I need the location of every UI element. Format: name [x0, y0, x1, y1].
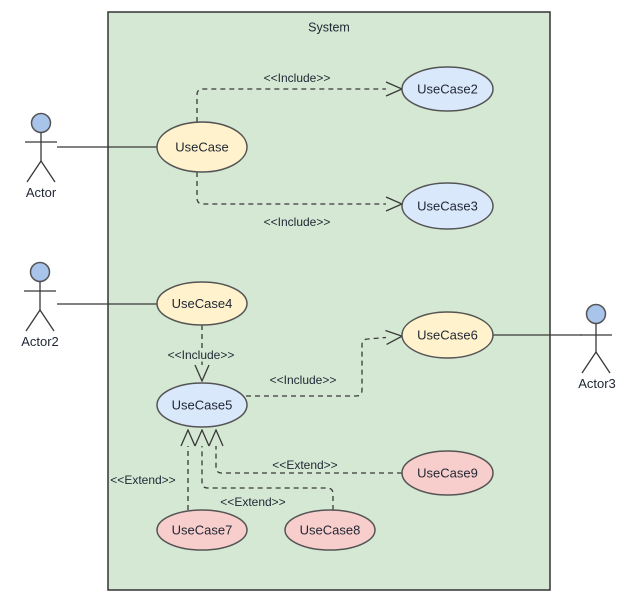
include-label: <<Include>>	[264, 71, 331, 85]
actor-leg	[595, 351, 611, 374]
usecase-ellipse	[401, 66, 494, 112]
label-bg	[216, 495, 290, 509]
usecase-ellipse	[156, 281, 248, 326]
usecase-node-usecase5[interactable]: UseCase5	[156, 382, 248, 428]
extend-label: <<Extend>>	[110, 473, 175, 487]
actor-label: Actor3	[578, 376, 616, 391]
usecase-ellipse	[156, 509, 248, 551]
usecase-label: UseCase3	[417, 199, 478, 214]
label-bg	[268, 458, 342, 472]
extend-label: <<Extend>>	[272, 458, 337, 472]
include-label: <<Include>>	[264, 215, 331, 229]
label-bg	[109, 473, 179, 487]
usecase-node-usecase4[interactable]: UseCase4	[156, 281, 248, 326]
extend-edge-usecase9-usecase5[interactable]	[216, 446, 402, 474]
actor-leg	[25, 309, 41, 332]
usecase-ellipse	[401, 182, 494, 230]
label-bg	[164, 348, 238, 362]
actor-leg	[40, 160, 56, 183]
actor-node-actor3[interactable]: Actor3	[578, 303, 616, 392]
actor-head	[29, 261, 51, 283]
actor-leg	[26, 160, 42, 183]
actor-label: Actor	[26, 185, 57, 200]
include-edge-usecase5-usecase6[interactable]	[246, 338, 386, 397]
usecase-node-usecase7[interactable]: UseCase7	[156, 509, 248, 551]
usecase-node-usecase3[interactable]: UseCase3	[401, 182, 494, 230]
actor-head	[30, 112, 52, 134]
system-title: System	[308, 21, 350, 35]
actor-label: Actor2	[21, 334, 59, 349]
usecase-node-usecase2[interactable]: UseCase2	[401, 66, 494, 112]
include-edge-usecase-usecase2[interactable]	[196, 89, 386, 122]
usecase-label: UseCase5	[172, 398, 233, 413]
include-label: <<Include>>	[270, 373, 337, 387]
usecase-node-usecase9[interactable]: UseCase9	[401, 450, 494, 496]
include-label: <<Include>>	[168, 348, 235, 362]
usecase-label: UseCase4	[172, 296, 233, 311]
usecase-node-usecase[interactable]: UseCase	[156, 121, 248, 173]
usecase-ellipse	[156, 382, 248, 428]
actor-leg	[39, 309, 55, 332]
usecase-label: UseCase8	[300, 523, 361, 538]
actor-node-actor[interactable]: Actor	[25, 112, 57, 201]
usecase-ellipse	[401, 450, 494, 496]
extend-label: <<Extend>>	[220, 495, 285, 509]
label-bg	[260, 215, 334, 229]
include-edge-usecase-usecase3[interactable]	[196, 172, 386, 204]
usecase-label: UseCase	[175, 140, 228, 155]
actor-node-actor2[interactable]: Actor2	[21, 261, 59, 350]
actor-head	[585, 303, 607, 325]
usecase-ellipse	[284, 509, 376, 551]
usecase-label: UseCase2	[417, 82, 478, 97]
usecase-node-usecase6[interactable]: UseCase6	[401, 311, 494, 359]
actor-leg	[581, 351, 597, 374]
usecase-label: UseCase7	[172, 523, 233, 538]
extend-edge-usecase8-usecase5[interactable]	[202, 446, 334, 510]
usecase-node-usecase8[interactable]: UseCase8	[284, 509, 376, 551]
label-bg	[266, 373, 340, 387]
usecase-ellipse	[156, 121, 248, 173]
usecase-label: UseCase6	[417, 328, 478, 343]
usecase-label: UseCase9	[417, 466, 478, 481]
usecase-ellipse	[401, 311, 494, 359]
label-bg	[260, 71, 334, 85]
